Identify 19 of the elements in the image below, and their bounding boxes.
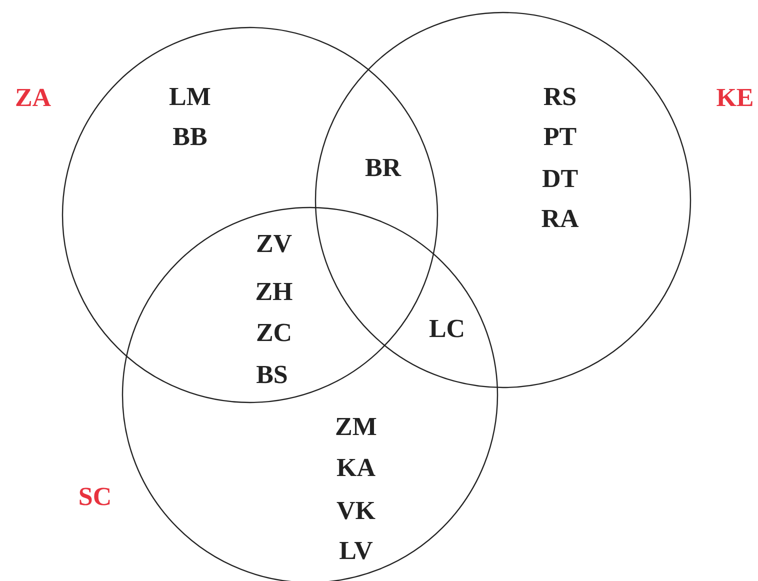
set-label: KE <box>716 83 754 113</box>
set-label: ZA <box>14 83 52 113</box>
element-label: ZV <box>256 229 292 259</box>
element-label: RA <box>541 204 579 234</box>
element-label: RS <box>543 82 577 112</box>
element-label: LC <box>428 314 466 344</box>
element-label: VK <box>336 496 376 526</box>
element-label: DT <box>542 164 578 194</box>
element-label: KA <box>336 453 376 483</box>
element-label: ZH <box>255 277 293 307</box>
element-label: LM <box>169 82 211 112</box>
element-label: ZM <box>335 412 377 442</box>
element-label: BR <box>364 153 402 183</box>
element-label: ZC <box>256 318 292 348</box>
element-label: PT <box>543 122 577 152</box>
element-label: BB <box>172 122 208 152</box>
element-label: LV <box>339 536 373 566</box>
set-label: SC <box>78 482 112 512</box>
element-label: BS <box>256 360 288 390</box>
